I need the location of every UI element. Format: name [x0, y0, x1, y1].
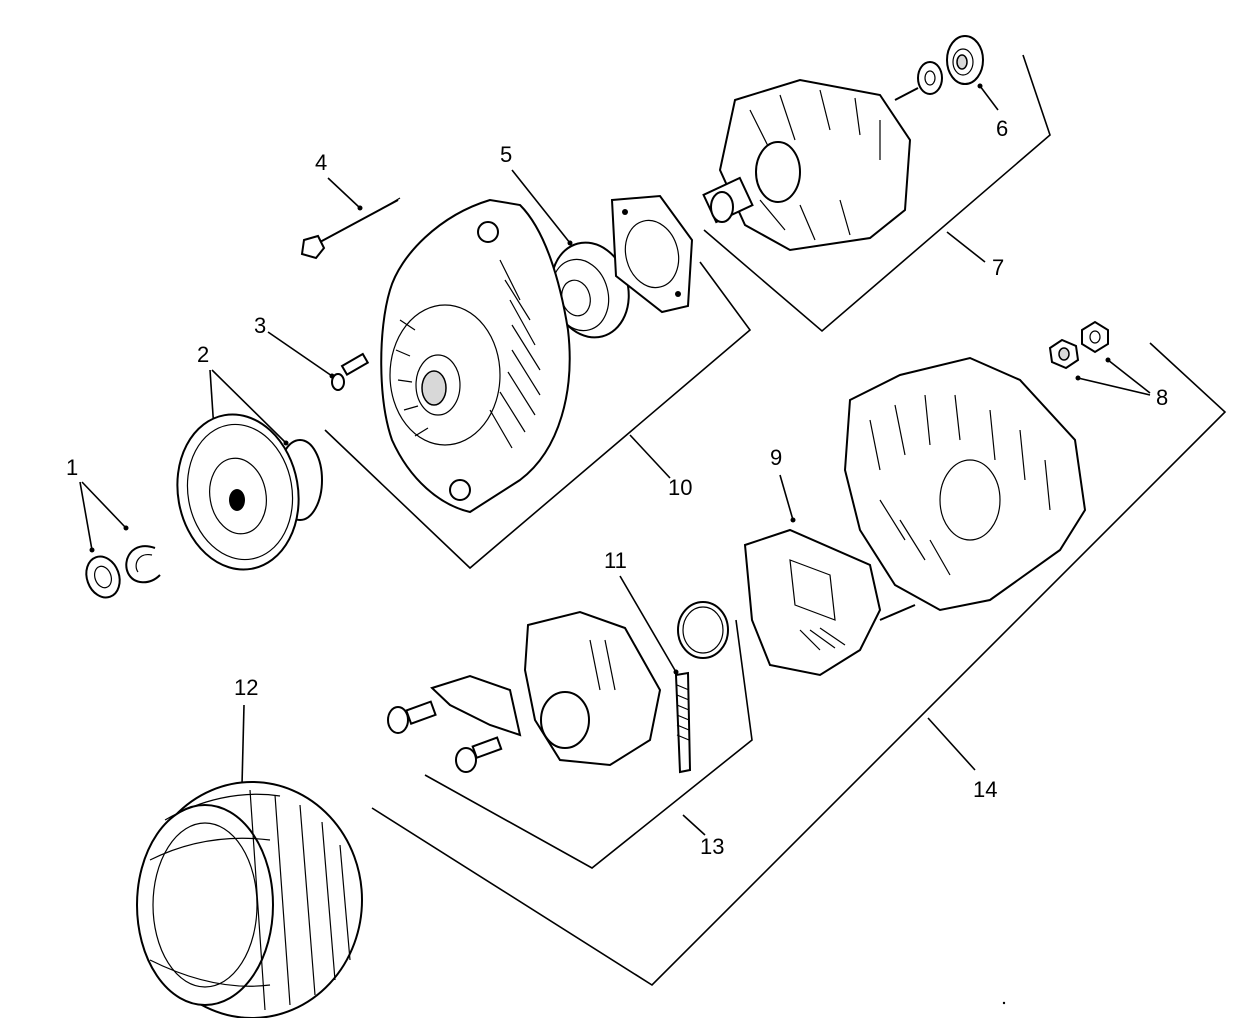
part-12-stator	[136, 781, 363, 1018]
part-14-rear-housing	[843, 356, 1087, 612]
callout-4: 4	[315, 150, 327, 175]
part-7-rotor	[702, 78, 919, 252]
callout-5: 5	[500, 142, 512, 167]
callout-2: 2	[197, 342, 209, 367]
callout-7: 7	[992, 255, 1004, 280]
leader-lines	[79, 54, 1227, 987]
part-6-rear-bearing	[917, 35, 984, 95]
snap-ring	[677, 601, 729, 659]
callout-3: 3	[254, 313, 266, 338]
part-10-front-housing	[380, 198, 571, 514]
part-11-brush-spring	[674, 671, 692, 774]
part-1-nut-and-clip	[85, 545, 161, 599]
callout-10: 10	[668, 475, 692, 500]
callout-6: 6	[996, 116, 1008, 141]
part-8-nuts	[1048, 320, 1109, 370]
callout-14: 14	[973, 777, 997, 802]
stray-dot	[1002, 1001, 1006, 1005]
part-9-rectifier	[743, 528, 916, 677]
retainer-plate	[610, 194, 694, 314]
callout-8: 8	[1156, 385, 1168, 410]
part-3-screw	[331, 352, 370, 391]
callout-9: 9	[770, 445, 782, 470]
part-4-through-bolt	[300, 197, 401, 260]
callout-12: 12	[234, 675, 258, 700]
part-13-regulator	[387, 610, 662, 773]
callout-13: 13	[700, 834, 724, 859]
callout-1: 1	[66, 455, 78, 480]
part-2-pulley	[176, 413, 323, 571]
callout-11: 11	[604, 548, 627, 573]
